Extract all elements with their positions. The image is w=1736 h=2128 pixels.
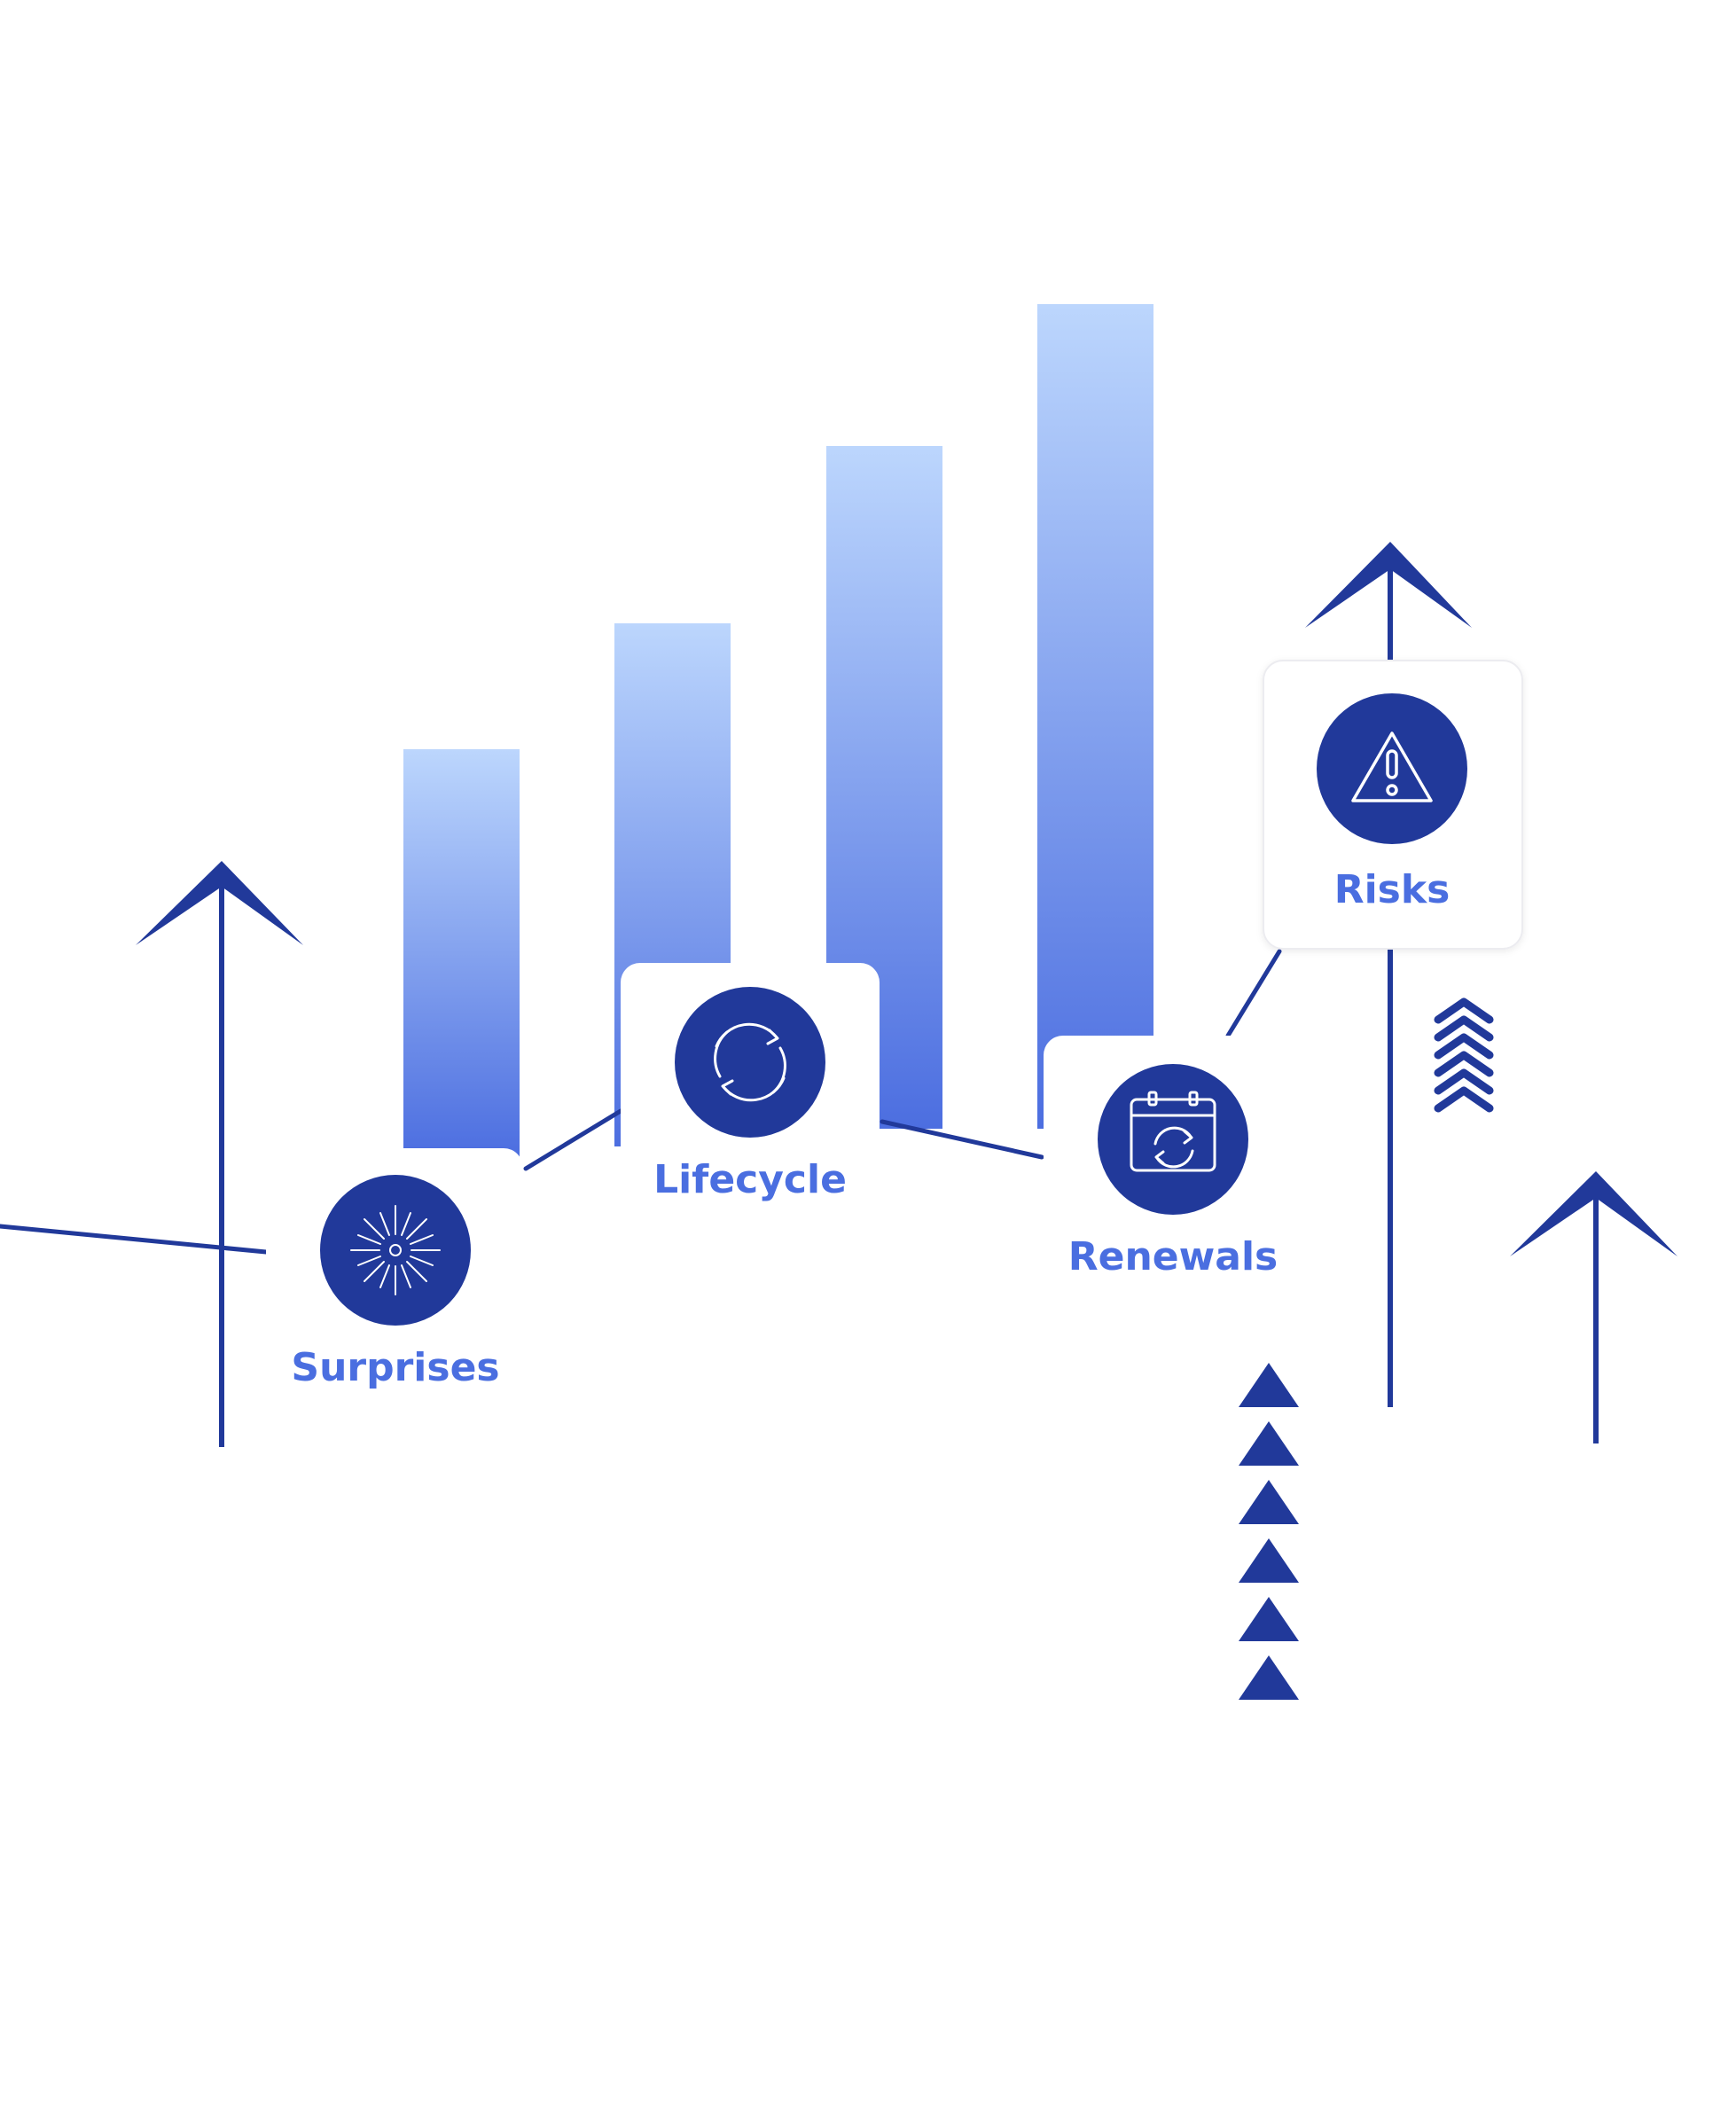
card-renewals: Renewals bbox=[1044, 1036, 1301, 1293]
lifecycle-icon-badge bbox=[675, 987, 825, 1138]
refresh-cycle-icon bbox=[714, 1022, 786, 1102]
bar-1 bbox=[403, 749, 520, 1157]
calendar-refresh-icon bbox=[1130, 1091, 1216, 1172]
surprises-icon-badge bbox=[320, 1175, 471, 1326]
card-surprises: Surprises bbox=[266, 1148, 523, 1420]
warning-triangle-icon bbox=[1351, 732, 1433, 802]
card-label-surprises: Surprises bbox=[291, 1345, 499, 1390]
card-risks: Risks bbox=[1263, 660, 1523, 950]
sparkle-burst-icon bbox=[350, 1205, 441, 1295]
bar-group bbox=[403, 304, 1153, 1157]
card-lifecycle: Lifecycle bbox=[621, 963, 880, 1211]
card-label-lifecycle: Lifecycle bbox=[653, 1157, 847, 1202]
renewals-icon-badge bbox=[1098, 1064, 1248, 1215]
card-label-renewals: Renewals bbox=[1068, 1234, 1279, 1279]
chevron-stack-icon bbox=[1434, 998, 1494, 1113]
arrow-up-icon bbox=[136, 861, 303, 1447]
arrow-up-icon bbox=[1510, 1171, 1677, 1443]
risks-icon-badge bbox=[1317, 693, 1467, 844]
bar-4 bbox=[1037, 304, 1153, 1129]
triangle-stack-icon bbox=[1239, 1363, 1299, 1700]
card-label-risks: Risks bbox=[1334, 867, 1451, 912]
